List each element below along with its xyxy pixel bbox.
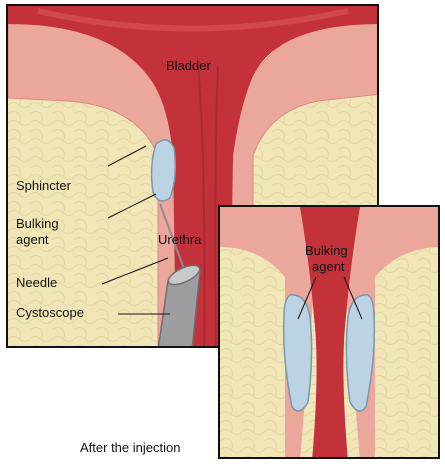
- label-sphincter: Sphincter: [16, 178, 71, 193]
- label-bulking-agent-line2: agent: [16, 232, 49, 247]
- label-bladder: Bladder: [166, 58, 211, 73]
- inset-label-bulking-line1: Bulking: [305, 243, 348, 258]
- label-needle: Needle: [16, 275, 57, 290]
- label-cystoscope: Cystoscope: [16, 305, 84, 320]
- caption-after-injection: After the injection: [80, 440, 180, 455]
- label-urethra: Urethra: [158, 232, 201, 247]
- bulking-agent-deposit: [152, 140, 176, 201]
- inset-label-bulking-line2: agent: [312, 259, 345, 274]
- label-bulking-agent-line1: Bulking: [16, 216, 59, 231]
